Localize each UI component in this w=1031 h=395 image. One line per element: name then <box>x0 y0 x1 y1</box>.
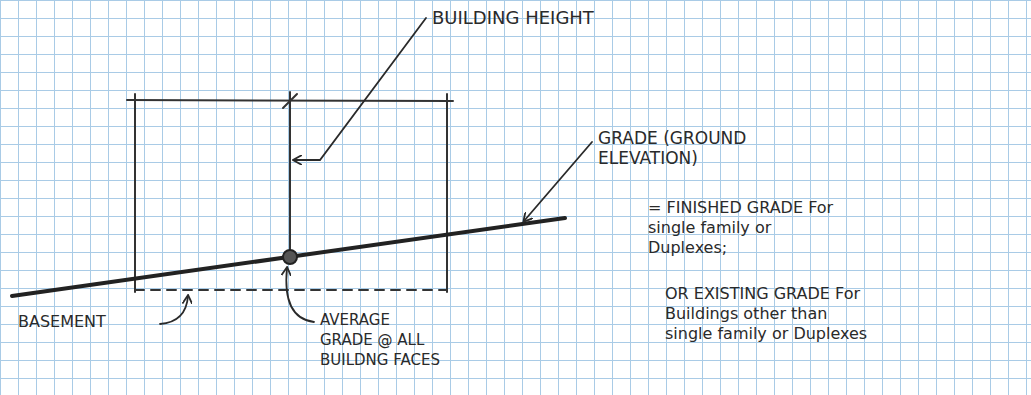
sketch-label: BASEMENT <box>18 312 158 332</box>
sketch-label: = FINISHED GRADE For single family or Du… <box>648 198 848 258</box>
basement-line <box>135 289 447 291</box>
sketch-label: BUILDING HEIGHT <box>432 8 732 28</box>
leader-line <box>524 142 592 221</box>
building-wall <box>134 94 136 292</box>
average-grade-point <box>283 250 297 264</box>
sketch-label: OR EXISTING GRADE For Buildings other th… <box>665 284 875 344</box>
grade-line <box>12 218 565 296</box>
sketch-label: GRADE (GROUND ELEVATION) <box>598 128 813 168</box>
leader-line <box>160 296 188 324</box>
height-dimension-line <box>289 92 291 258</box>
sketch-label: AVERAGE GRADE @ ALL BUILDNG FACES <box>320 310 440 370</box>
leader-line <box>286 268 314 322</box>
building-wall <box>446 94 448 292</box>
leader-line <box>294 18 426 160</box>
dimension-tick <box>283 94 297 108</box>
